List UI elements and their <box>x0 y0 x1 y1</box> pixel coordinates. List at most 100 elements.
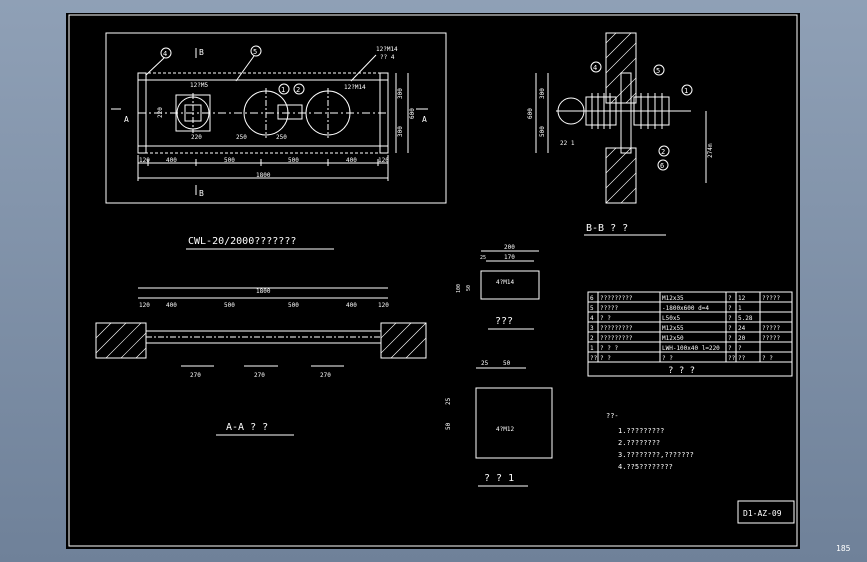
dim-400-left: 400 <box>166 157 177 164</box>
bom-cell: 4 <box>590 315 594 322</box>
dim-250-right: 250 <box>276 134 287 141</box>
plate1-holes: 4?M12 <box>496 426 514 433</box>
aa-dim-500-right: 500 <box>288 302 299 309</box>
hole2-label: 12?M14 <box>344 84 366 91</box>
dim-500-left: 500 <box>224 157 235 164</box>
aa-wall-right <box>380 322 427 359</box>
bb-callout-6 <box>657 159 669 171</box>
bom-cell: 20 <box>738 335 746 342</box>
aa-dim-120-right: 120 <box>378 302 389 309</box>
bom-cell: M12x35 <box>662 295 684 302</box>
notes-title: ??- <box>606 412 619 420</box>
dim-220-bottom: 220 <box>191 134 202 141</box>
bom-title: ? ? ? <box>668 366 695 376</box>
bb-insulator-sheds <box>585 93 670 129</box>
plan-outline <box>105 32 447 204</box>
wall-lower <box>605 147 637 204</box>
bom-cell: 24 <box>738 325 746 332</box>
plate-dim-50: 50 <box>466 285 472 291</box>
note-3: 3.????????,??????? <box>618 451 694 459</box>
callout-1 <box>278 83 290 95</box>
plate1-dim-25: 25 <box>481 360 489 367</box>
sheet-border <box>68 14 798 547</box>
bom-header-cell: ?? <box>738 355 746 362</box>
leader-hole <box>350 54 377 82</box>
dim-220-side: 220 <box>157 107 164 118</box>
dim-1800: 1800 <box>256 172 271 179</box>
bom-header-cell: ?? <box>590 355 598 362</box>
aa-dim-400-right: 400 <box>346 302 357 309</box>
bom-cell: 5.28 <box>738 315 753 322</box>
aa-dim-270-2: 270 <box>254 372 265 379</box>
bb-dim-500: 500 <box>539 126 546 137</box>
plate-dim-200-text: 200 <box>504 244 515 251</box>
bom-cell: ????????? <box>600 295 633 302</box>
bom-table: 6????????? M12x35? 12????? 5????? -1800x600 … <box>587 291 793 377</box>
bom-cell: 6 <box>590 295 594 302</box>
bom-cell: 1 <box>738 305 742 312</box>
callout-2-text: 2 <box>296 86 300 94</box>
bom-cell: ? <box>728 295 732 302</box>
callout-1-text: 1 <box>281 86 285 94</box>
bom-cell: ? <box>728 335 732 342</box>
bom-cell: ? ? ? <box>600 345 618 352</box>
dim-120-left: 120 <box>139 157 150 164</box>
bb-callout-2-text: 2 <box>661 148 665 156</box>
dim-300-bottom: 300 <box>397 126 404 137</box>
note-4: 4.??5???????? <box>618 463 673 471</box>
note-2: 2.???????? <box>618 439 660 447</box>
section-bb-title: B-B ? ? <box>586 223 628 234</box>
bom-header-cell: ?? <box>728 355 736 362</box>
bb-callout-2 <box>658 145 670 157</box>
aa-dim-500-left: 500 <box>224 302 235 309</box>
plate1-dim-50: 50 <box>503 360 511 367</box>
plate-holes: 4?M14 <box>496 279 514 286</box>
section-b-label-top: B <box>199 48 204 57</box>
bom-cell: 12 <box>738 295 746 302</box>
plate1-title: ? ? 1 <box>484 473 514 484</box>
bom-cell: ? <box>728 345 732 352</box>
bb-callout-5-text: 5 <box>656 67 660 75</box>
section-b-label-bottom: B <box>199 189 204 198</box>
bom-cell: 5 <box>590 305 594 312</box>
bom-cell: ????? <box>762 325 780 332</box>
callout-5-text: 5 <box>253 48 257 56</box>
bom-cell: ????? <box>600 305 618 312</box>
leader-5 <box>235 55 255 82</box>
bom-cell: -1800x600 d=4 <box>662 305 709 312</box>
bom-cell: M12x50 <box>662 335 684 342</box>
bb-plate <box>620 72 632 154</box>
aa-dim-400-left: 400 <box>166 302 177 309</box>
aa-dim-270-1: 270 <box>190 372 201 379</box>
plate-dim-170-text: 170 <box>504 254 515 261</box>
callout-5 <box>250 45 262 57</box>
bb-dim-300: 300 <box>539 88 546 99</box>
bb-callout-4-text: 4 <box>593 64 597 72</box>
bom-cell: LWH-100x40 l=220 <box>662 345 720 352</box>
bom-cell: L50x5 <box>662 315 680 322</box>
plate1-dim-50-side: 50 <box>445 422 452 430</box>
bom-header-cell: ? ? <box>762 355 773 362</box>
bom-header-cell: ? ? <box>600 355 611 362</box>
drawing-sheet: B B A A 120 400 500 500 400 120 1800 220… <box>66 13 850 553</box>
bb-callout-4 <box>590 61 602 73</box>
bom-cell: ? <box>728 315 732 322</box>
bom-cell: 1 <box>590 345 594 352</box>
page-number: 185 <box>836 544 851 553</box>
dim-120-right: 120 <box>378 157 389 164</box>
bom-cell: ????? <box>762 335 780 342</box>
dim-600: 600 <box>409 108 416 119</box>
section-aa-title: A-A ? ? <box>226 422 268 433</box>
leader-4 <box>145 57 165 76</box>
drawing-no-box <box>737 500 795 524</box>
bom-border <box>587 291 793 377</box>
bom-cell: M12x55 <box>662 325 684 332</box>
callout-4 <box>160 47 172 59</box>
aa-dim-270-3: 270 <box>320 372 331 379</box>
aa-wall-hatch <box>95 322 427 359</box>
plate-dim-25: 25 <box>480 255 486 261</box>
hole-label: 12?M14 <box>376 46 398 53</box>
bom-cell: 3 <box>590 325 594 332</box>
bb-dim-22: 22 1 <box>560 140 575 147</box>
aa-dim-1800: 1800 <box>256 288 271 295</box>
